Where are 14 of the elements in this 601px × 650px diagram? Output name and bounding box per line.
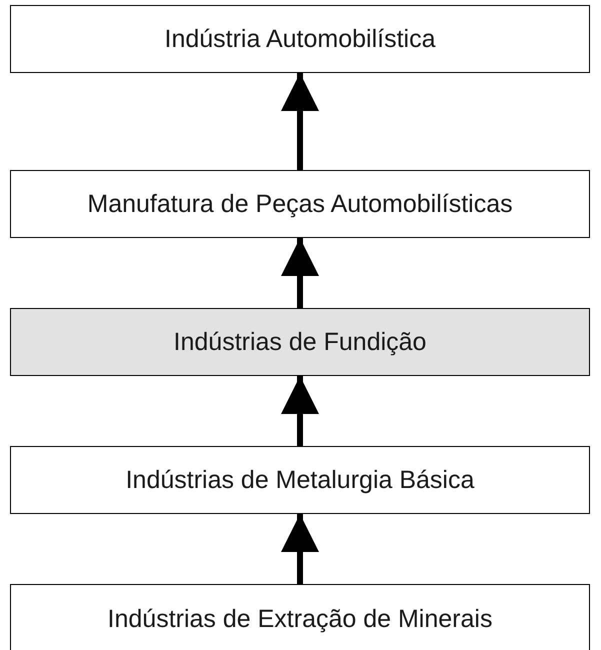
process-box	[10, 446, 590, 514]
process-box	[10, 5, 590, 73]
process-box	[10, 584, 590, 650]
process-box	[10, 170, 590, 238]
arrow	[281, 514, 319, 584]
arrow	[281, 73, 319, 170]
arrow	[281, 376, 319, 446]
box-label: Indústrias de Fundição	[174, 328, 426, 356]
arrow	[281, 238, 319, 308]
box-label: Indústrias de Extração de Minerais	[108, 604, 492, 634]
box-label: Indústria Automobilística	[164, 24, 436, 54]
process-box	[10, 308, 590, 376]
box-label: Indústrias de Metalurgia Básica	[126, 466, 474, 494]
box-label: Manufatura de Peças Automobilísticas	[87, 190, 513, 218]
